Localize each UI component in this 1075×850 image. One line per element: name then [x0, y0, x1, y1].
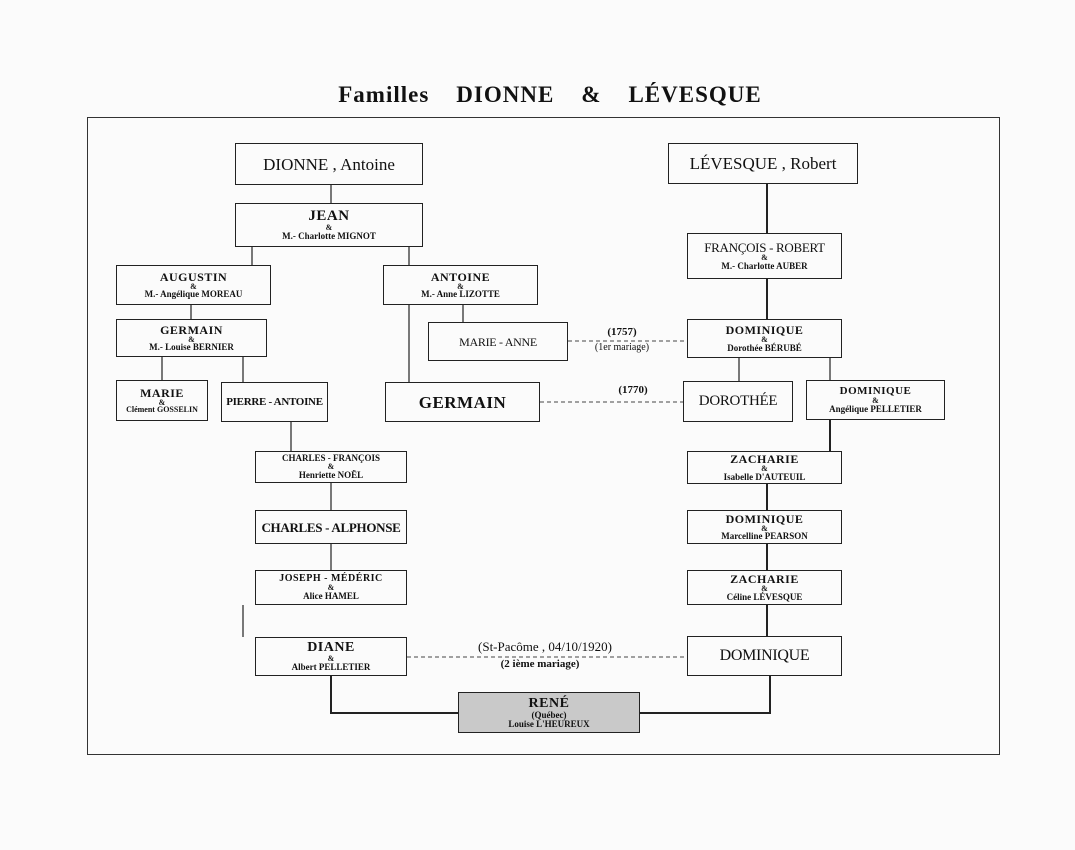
marriage-date: (1757) [607, 326, 637, 338]
person-germain-2: GERMAIN [385, 382, 540, 422]
marriage-1920-note: (2 ième mariage) [470, 658, 610, 670]
ampersand: & [761, 253, 768, 263]
couple-jean: JEAN & M.- Charlotte MIGNOT [235, 203, 423, 247]
couple-diane: DIANE & Albert PELLETIER [255, 637, 407, 676]
person-name: LÉVESQUE , Robert [689, 154, 837, 173]
ampersand: & [158, 397, 166, 407]
person-name: FRANÇOIS - ROBERT [704, 240, 825, 256]
person-name: PIERRE - ANTOINE [226, 395, 323, 408]
person-name: RENÉ [528, 695, 570, 711]
person-name: JOSEPH - MÉDÉRIC [279, 573, 383, 585]
marriage-date: (1770) [618, 384, 648, 396]
person-name: GERMAIN [160, 322, 223, 337]
spouse-name: Céline LÉVESQUE [726, 591, 803, 602]
person-name: DOMINIQUE [719, 647, 810, 664]
marriage-note: (2 ième mariage) [500, 658, 580, 670]
person-name: DOMINIQUE [725, 511, 804, 526]
person-name: DOROTHÉE [698, 393, 778, 409]
spouse-name: Isabelle D'AUTEUIL [723, 471, 806, 482]
ampersand: & [327, 654, 335, 664]
couple-rene: RENÉ (Québec) Louise L'HEUREUX [458, 692, 640, 733]
spouse-name: M.- Angélique MOREAU [144, 289, 243, 300]
couple-francois-robert: FRANÇOIS - ROBERT & M.- Charlotte AUBER [687, 233, 842, 279]
couple-augustin: AUGUSTIN & M.- Angélique MOREAU [116, 265, 271, 305]
couple-zacharie-2: ZACHARIE & Céline LÉVESQUE [687, 570, 842, 605]
person-dominique-4: DOMINIQUE [687, 636, 842, 676]
person-name: GERMAIN [418, 392, 507, 412]
person-name: JEAN [308, 208, 350, 225]
spouse-name: Albert PELLETIER [291, 661, 371, 672]
ampersand: & [190, 281, 197, 291]
marriage-1920-label: (St-Pacôme , 04/10/1920) [440, 639, 650, 655]
person-name: ZACHARIE [730, 572, 799, 587]
spouse-name: Clément GOSSELIN [126, 405, 198, 415]
person-charles-alphonse: CHARLES - ALPHONSE [255, 510, 407, 544]
couple-antoine: ANTOINE & M.- Anne LIZOTTE [383, 265, 538, 305]
ampersand: & [188, 334, 195, 344]
couple-charles-francois: CHARLES - FRANÇOIS & Henriette NOËL [255, 451, 407, 483]
couple-joseph-mederic: JOSEPH - MÉDÉRIC & Alice HAMEL [255, 570, 407, 605]
ampersand: & [457, 281, 464, 291]
spouse-name: M.- Louise BERNIER [149, 342, 234, 353]
spouse-name: Henriette NOËL [298, 469, 364, 480]
ampersand: & [761, 523, 768, 533]
person-name: ZACHARIE [730, 452, 799, 467]
couple-marie: MARIE & Clément GOSSELIN [116, 380, 208, 421]
ampersand: & [327, 462, 335, 472]
person-dorothee: DOROTHÉE [683, 381, 793, 422]
spouse-name: Marcelline PEARSON [721, 531, 808, 542]
person-name: DIONNE , Antoine [263, 154, 395, 174]
spouse-name: Dorothée BÉRUBÉ [727, 342, 802, 353]
person-name: MARIE [140, 385, 184, 400]
ampersand: & [761, 335, 768, 345]
person-pierre-antoine: PIERRE - ANTOINE [221, 382, 328, 422]
marriage-date: (St-Pacôme , 04/10/1920) [478, 639, 612, 654]
page-title: Familles DIONNE & LÉVESQUE [338, 82, 762, 107]
person-levesque-robert: LÉVESQUE , Robert [668, 143, 858, 184]
person-name: ANTOINE [430, 269, 491, 284]
person-name: MARIE - ANNE [459, 334, 537, 349]
person-name: CHARLES - ALPHONSE [261, 519, 401, 535]
ampersand: & [327, 583, 335, 593]
spouse-name: Alice HAMEL [303, 590, 359, 601]
ampersand: & [872, 396, 879, 406]
marriage-note: (1er mariage) [594, 342, 650, 353]
person-name: AUGUSTIN [159, 269, 228, 284]
spouse-name: M.- Charlotte MIGNOT [282, 230, 376, 241]
couple-zacharie-1: ZACHARIE & Isabelle D'AUTEUIL [687, 451, 842, 484]
couple-dominique-2: DOMINIQUE & Angélique PELLETIER [806, 380, 945, 420]
birthplace: (Québec) [531, 709, 567, 720]
couple-dominique-1: DOMINIQUE & Dorothée BÉRUBÉ [687, 319, 842, 358]
person-name: DOMINIQUE [725, 323, 804, 338]
couple-dominique-3: DOMINIQUE & Marcelline PEARSON [687, 510, 842, 544]
person-marie-anne: MARIE - ANNE [428, 322, 568, 361]
person-name: CHARLES - FRANÇOIS [281, 453, 380, 464]
diagram-frame [87, 117, 1000, 755]
ampersand: & [761, 464, 768, 474]
marriage-1770-label: (1770) [603, 384, 663, 396]
person-dionne-antoine: DIONNE , Antoine [235, 143, 423, 185]
couple-germain-1: GERMAIN & M.- Louise BERNIER [116, 319, 267, 357]
spouse-name: Louise L'HEUREUX [508, 718, 590, 729]
spouse-name: Angélique PELLETIER [829, 403, 922, 414]
spouse-name: M.- Charlotte AUBER [721, 260, 808, 271]
person-name: DOMINIQUE [839, 385, 912, 398]
marriage-1757-label: (1757) [592, 326, 652, 338]
marriage-1757-note: (1er mariage) [586, 342, 658, 353]
ampersand: & [325, 223, 333, 233]
spouse-name: M.- Anne LIZOTTE [421, 289, 500, 300]
person-name: DIANE [307, 640, 355, 656]
ampersand: & [761, 584, 768, 594]
